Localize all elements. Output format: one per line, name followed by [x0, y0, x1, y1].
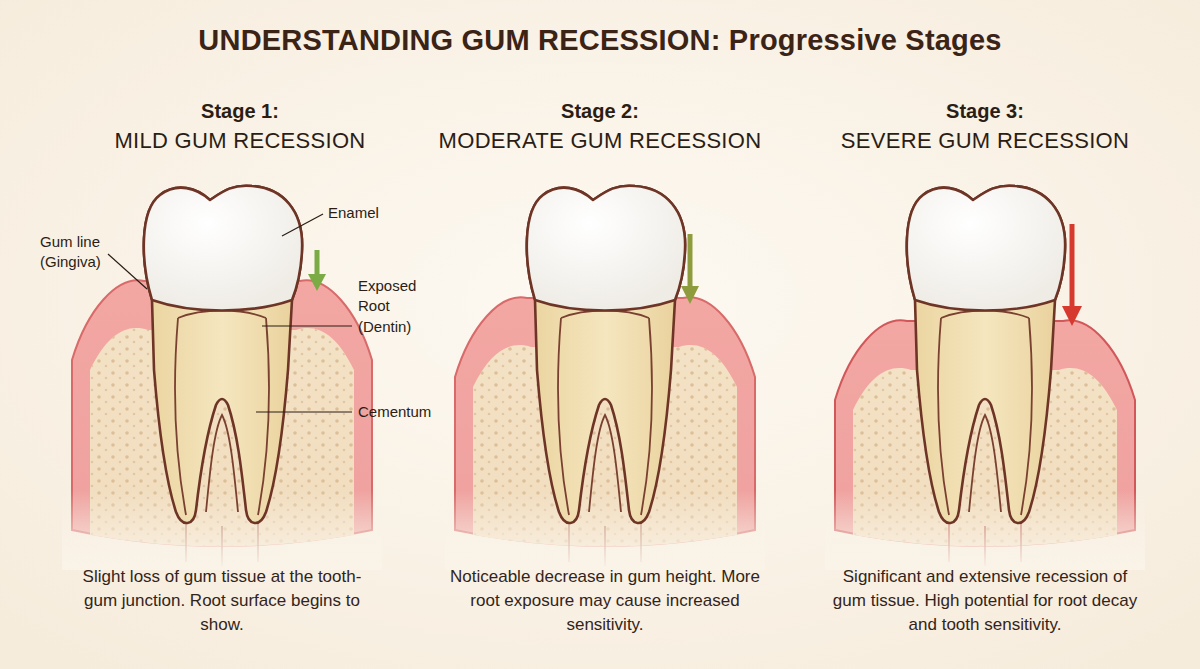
part-label: Exposed Root (Dentin) — [358, 276, 424, 337]
recession-arrow — [308, 250, 326, 291]
tooth-stage-2 — [445, 186, 765, 570]
title: UNDERSTANDING GUM RECESSION: Progressive… — [20, 24, 1180, 57]
leader-lines — [108, 214, 352, 412]
leader-line — [282, 214, 323, 236]
recession-arrow — [681, 234, 699, 304]
leader-line — [262, 325, 352, 326]
stage-description: Significant and extensive recession of g… — [828, 565, 1143, 637]
recession-arrow — [1062, 224, 1082, 326]
part-label: Enamel — [328, 203, 408, 223]
stage-heading: MILD GUM RECESSION — [60, 128, 420, 154]
fade — [445, 490, 765, 570]
tooth — [907, 186, 1065, 523]
stage-description: Slight loss of gum tissue at the tooth-g… — [80, 565, 365, 637]
stage-number: Stage 3: — [875, 100, 1095, 123]
leader-line — [108, 254, 147, 289]
part-label: Gum line (Gingiva) — [40, 232, 120, 273]
fade — [825, 490, 1145, 570]
stage-number: Stage 1: — [130, 100, 350, 123]
part-label: Cementum — [358, 402, 448, 422]
fade — [62, 490, 382, 570]
stage-number: Stage 2: — [490, 100, 710, 123]
leader-line — [256, 411, 352, 412]
stage-heading: MODERATE GUM RECESSION — [410, 128, 790, 154]
tooth-stage-1 — [62, 186, 382, 570]
tooth — [527, 186, 685, 523]
tooth — [144, 186, 302, 523]
stage-heading: SEVERE GUM RECESSION — [805, 128, 1165, 154]
stage-description: Noticeable decrease in gum height. More … — [450, 565, 760, 637]
tooth-stage-3 — [825, 186, 1145, 570]
